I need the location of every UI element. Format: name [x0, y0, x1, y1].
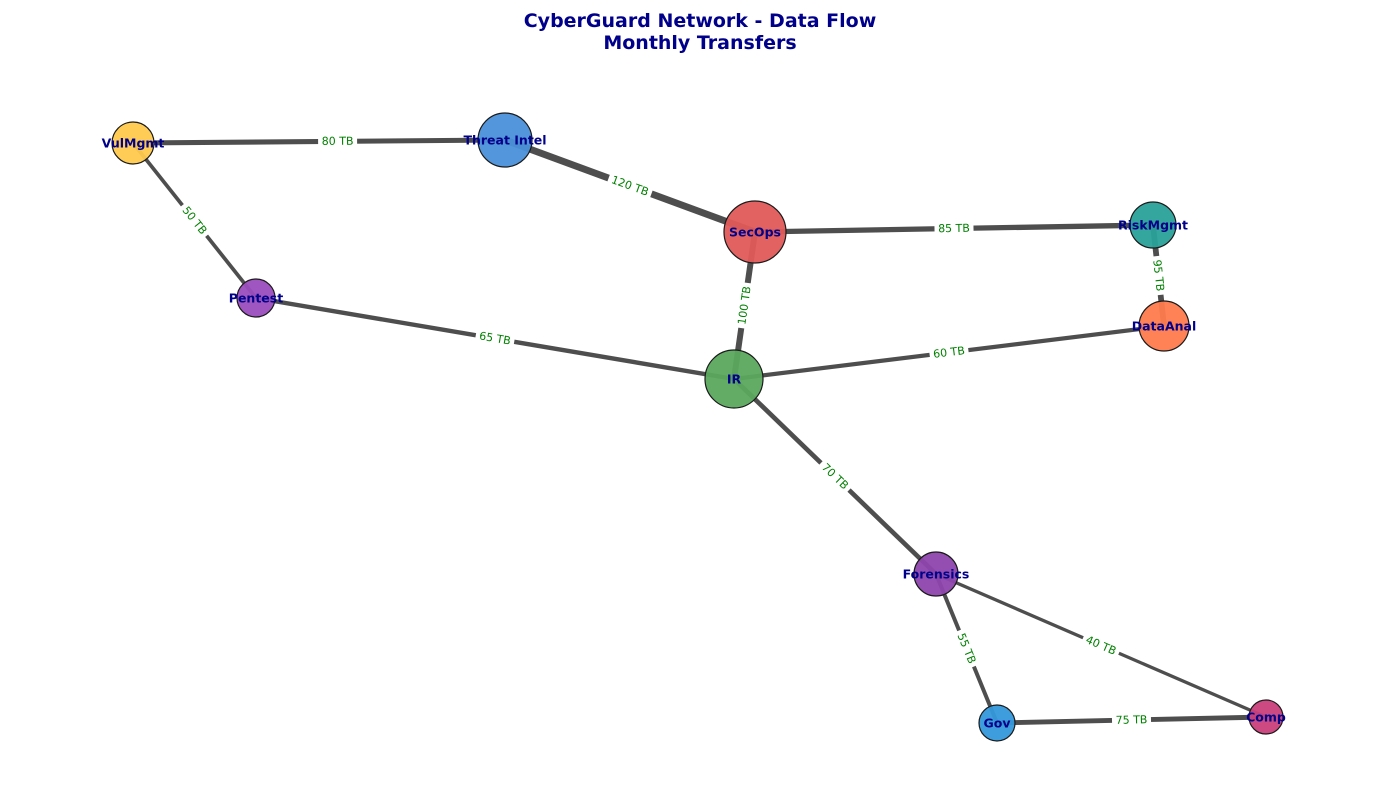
- edge-label-background: [1149, 255, 1168, 296]
- node-vulmgmt: VulMgmt: [102, 121, 165, 165]
- edge-label-group: 40 TB: [1080, 631, 1122, 660]
- edge-label: 75 TB: [1115, 713, 1147, 727]
- node-riskmgmt: RiskMgmt: [1118, 201, 1188, 249]
- node-circle: [723, 200, 787, 264]
- edge-label-background: [934, 221, 974, 236]
- edge-label: 70 TB: [819, 461, 851, 492]
- edge-label: 80 TB: [322, 135, 354, 148]
- edge-labels-layer: 80 TB 120 TB 85 TB 95 TB 50 TB 65 TB 100 TB 60 …: [176, 134, 1168, 728]
- node-comp: Comp: [1246, 699, 1286, 735]
- node-circle: [1248, 699, 1284, 735]
- edge-label-group: 120 TB: [606, 171, 654, 201]
- edge-label-group: 60 TB: [928, 343, 970, 362]
- node-circle: [111, 121, 155, 165]
- edge-label-background: [816, 457, 854, 496]
- node-gov: Gov: [978, 704, 1016, 742]
- edge-label-background: [176, 200, 213, 241]
- node-circle: [978, 704, 1016, 742]
- node-label: RiskMgmt: [1118, 218, 1188, 233]
- node-circle: [1138, 300, 1190, 352]
- node-label: Forensics: [903, 567, 970, 582]
- edge-label-group: 65 TB: [474, 328, 516, 349]
- edge-label-background: [928, 343, 970, 362]
- edge-label-group: 75 TB: [1111, 712, 1152, 728]
- edge-label-background: [952, 627, 981, 670]
- node-secops: SecOps: [723, 200, 787, 264]
- edge-label-background: [606, 171, 654, 201]
- edge-label-background: [474, 328, 516, 349]
- edge-label-group: 55 TB: [952, 627, 981, 670]
- edge-label: 100 TB: [735, 285, 753, 325]
- edge-label-group: 50 TB: [176, 200, 213, 241]
- edge-label: 40 TB: [1084, 633, 1118, 658]
- node-circle: [236, 278, 276, 318]
- edge-label: 55 TB: [954, 631, 978, 665]
- edge-label: 120 TB: [610, 173, 651, 199]
- edge-label-group: 100 TB: [734, 281, 755, 330]
- node-label: Gov: [984, 716, 1011, 731]
- chart-title-line-2: Monthly Transfers: [603, 32, 797, 54]
- node-threatintel: Threat Intel: [463, 112, 547, 168]
- node-label: VulMgmt: [102, 136, 165, 151]
- node-forensics: Forensics: [903, 551, 970, 597]
- node-pentest: Pentest: [229, 278, 283, 318]
- node-circle: [477, 112, 533, 168]
- edge-label-background: [1111, 712, 1152, 728]
- node-circle: [913, 551, 959, 597]
- node-label: IR: [727, 372, 742, 387]
- edge-label: 60 TB: [932, 344, 965, 361]
- node-ir: IR: [704, 349, 764, 409]
- edge-label-background: [734, 281, 755, 330]
- edge-label: 95 TB: [1150, 259, 1166, 292]
- node-label: Threat Intel: [463, 133, 546, 148]
- edge-label-group: 85 TB: [934, 221, 974, 236]
- chart-title: CyberGuard Network - Data Flow Monthly T…: [0, 10, 1400, 54]
- node-circle: [704, 349, 764, 409]
- node-label: Pentest: [229, 291, 283, 306]
- edge-label-background: [1080, 631, 1122, 660]
- edge-label-background: [318, 134, 358, 149]
- edge-label-group: 80 TB: [318, 134, 358, 149]
- chart-title-line-1: CyberGuard Network - Data Flow: [523, 10, 877, 32]
- edge-label-group: 95 TB: [1149, 255, 1168, 296]
- edge-label: 85 TB: [938, 222, 970, 236]
- edge-label-group: 70 TB: [816, 457, 854, 496]
- edge-label: 65 TB: [478, 329, 511, 347]
- node-label: SecOps: [729, 225, 781, 240]
- node-dataanal: DataAnal: [1132, 300, 1197, 352]
- node-label: Comp: [1246, 710, 1286, 725]
- edge-label: 50 TB: [180, 204, 210, 237]
- node-label: DataAnal: [1132, 319, 1197, 334]
- node-circle: [1129, 201, 1177, 249]
